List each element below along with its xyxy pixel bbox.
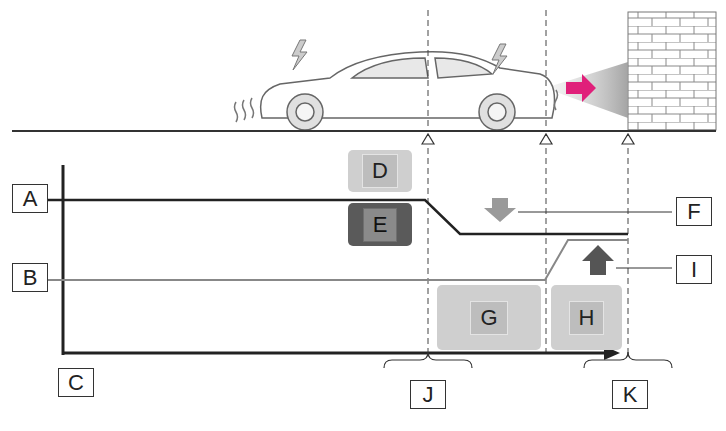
letter-label: J bbox=[423, 384, 434, 406]
sensor-beam bbox=[545, 62, 628, 118]
detection-arrow bbox=[566, 74, 596, 102]
time-axis bbox=[63, 352, 605, 355]
callout-letter: C bbox=[58, 368, 94, 397]
phase-panel: H bbox=[551, 285, 622, 350]
increase-arrow bbox=[582, 245, 614, 275]
letter-label: G bbox=[470, 301, 507, 335]
letter-label: C bbox=[68, 372, 84, 394]
letter-label: F bbox=[687, 201, 700, 223]
letter-label: B bbox=[23, 267, 38, 289]
letter-label: A bbox=[23, 188, 38, 210]
callout-letter: J bbox=[410, 380, 446, 409]
phase-panel: G bbox=[437, 285, 541, 350]
letter-label: E bbox=[363, 208, 398, 242]
letter-label: H bbox=[569, 301, 605, 335]
time-markers bbox=[422, 10, 634, 355]
leader-line bbox=[518, 212, 672, 213]
car bbox=[261, 52, 555, 130]
speed-curve bbox=[48, 200, 628, 234]
letter-label: I bbox=[691, 259, 697, 281]
warning-flash bbox=[492, 44, 507, 74]
brace bbox=[584, 352, 672, 368]
decrease-arrow bbox=[484, 198, 516, 222]
ground-line bbox=[12, 130, 716, 132]
brake-curve bbox=[48, 240, 628, 280]
callout-letter: F bbox=[676, 197, 712, 226]
callout-letter: K bbox=[612, 380, 648, 409]
letter-label: D bbox=[362, 154, 398, 188]
warning-flash bbox=[292, 40, 307, 70]
vertical-axis bbox=[62, 165, 65, 355]
vibration-lines bbox=[235, 90, 558, 122]
indicator-panel: E bbox=[348, 203, 412, 246]
callout-letter: A bbox=[12, 184, 48, 213]
callout-letter: B bbox=[12, 263, 48, 292]
letter-label: K bbox=[623, 384, 638, 406]
indicator-panel: D bbox=[348, 150, 412, 192]
leader-line bbox=[616, 268, 672, 269]
callout-letter: I bbox=[676, 255, 712, 284]
brick-wall bbox=[628, 12, 716, 130]
brace bbox=[384, 352, 472, 368]
